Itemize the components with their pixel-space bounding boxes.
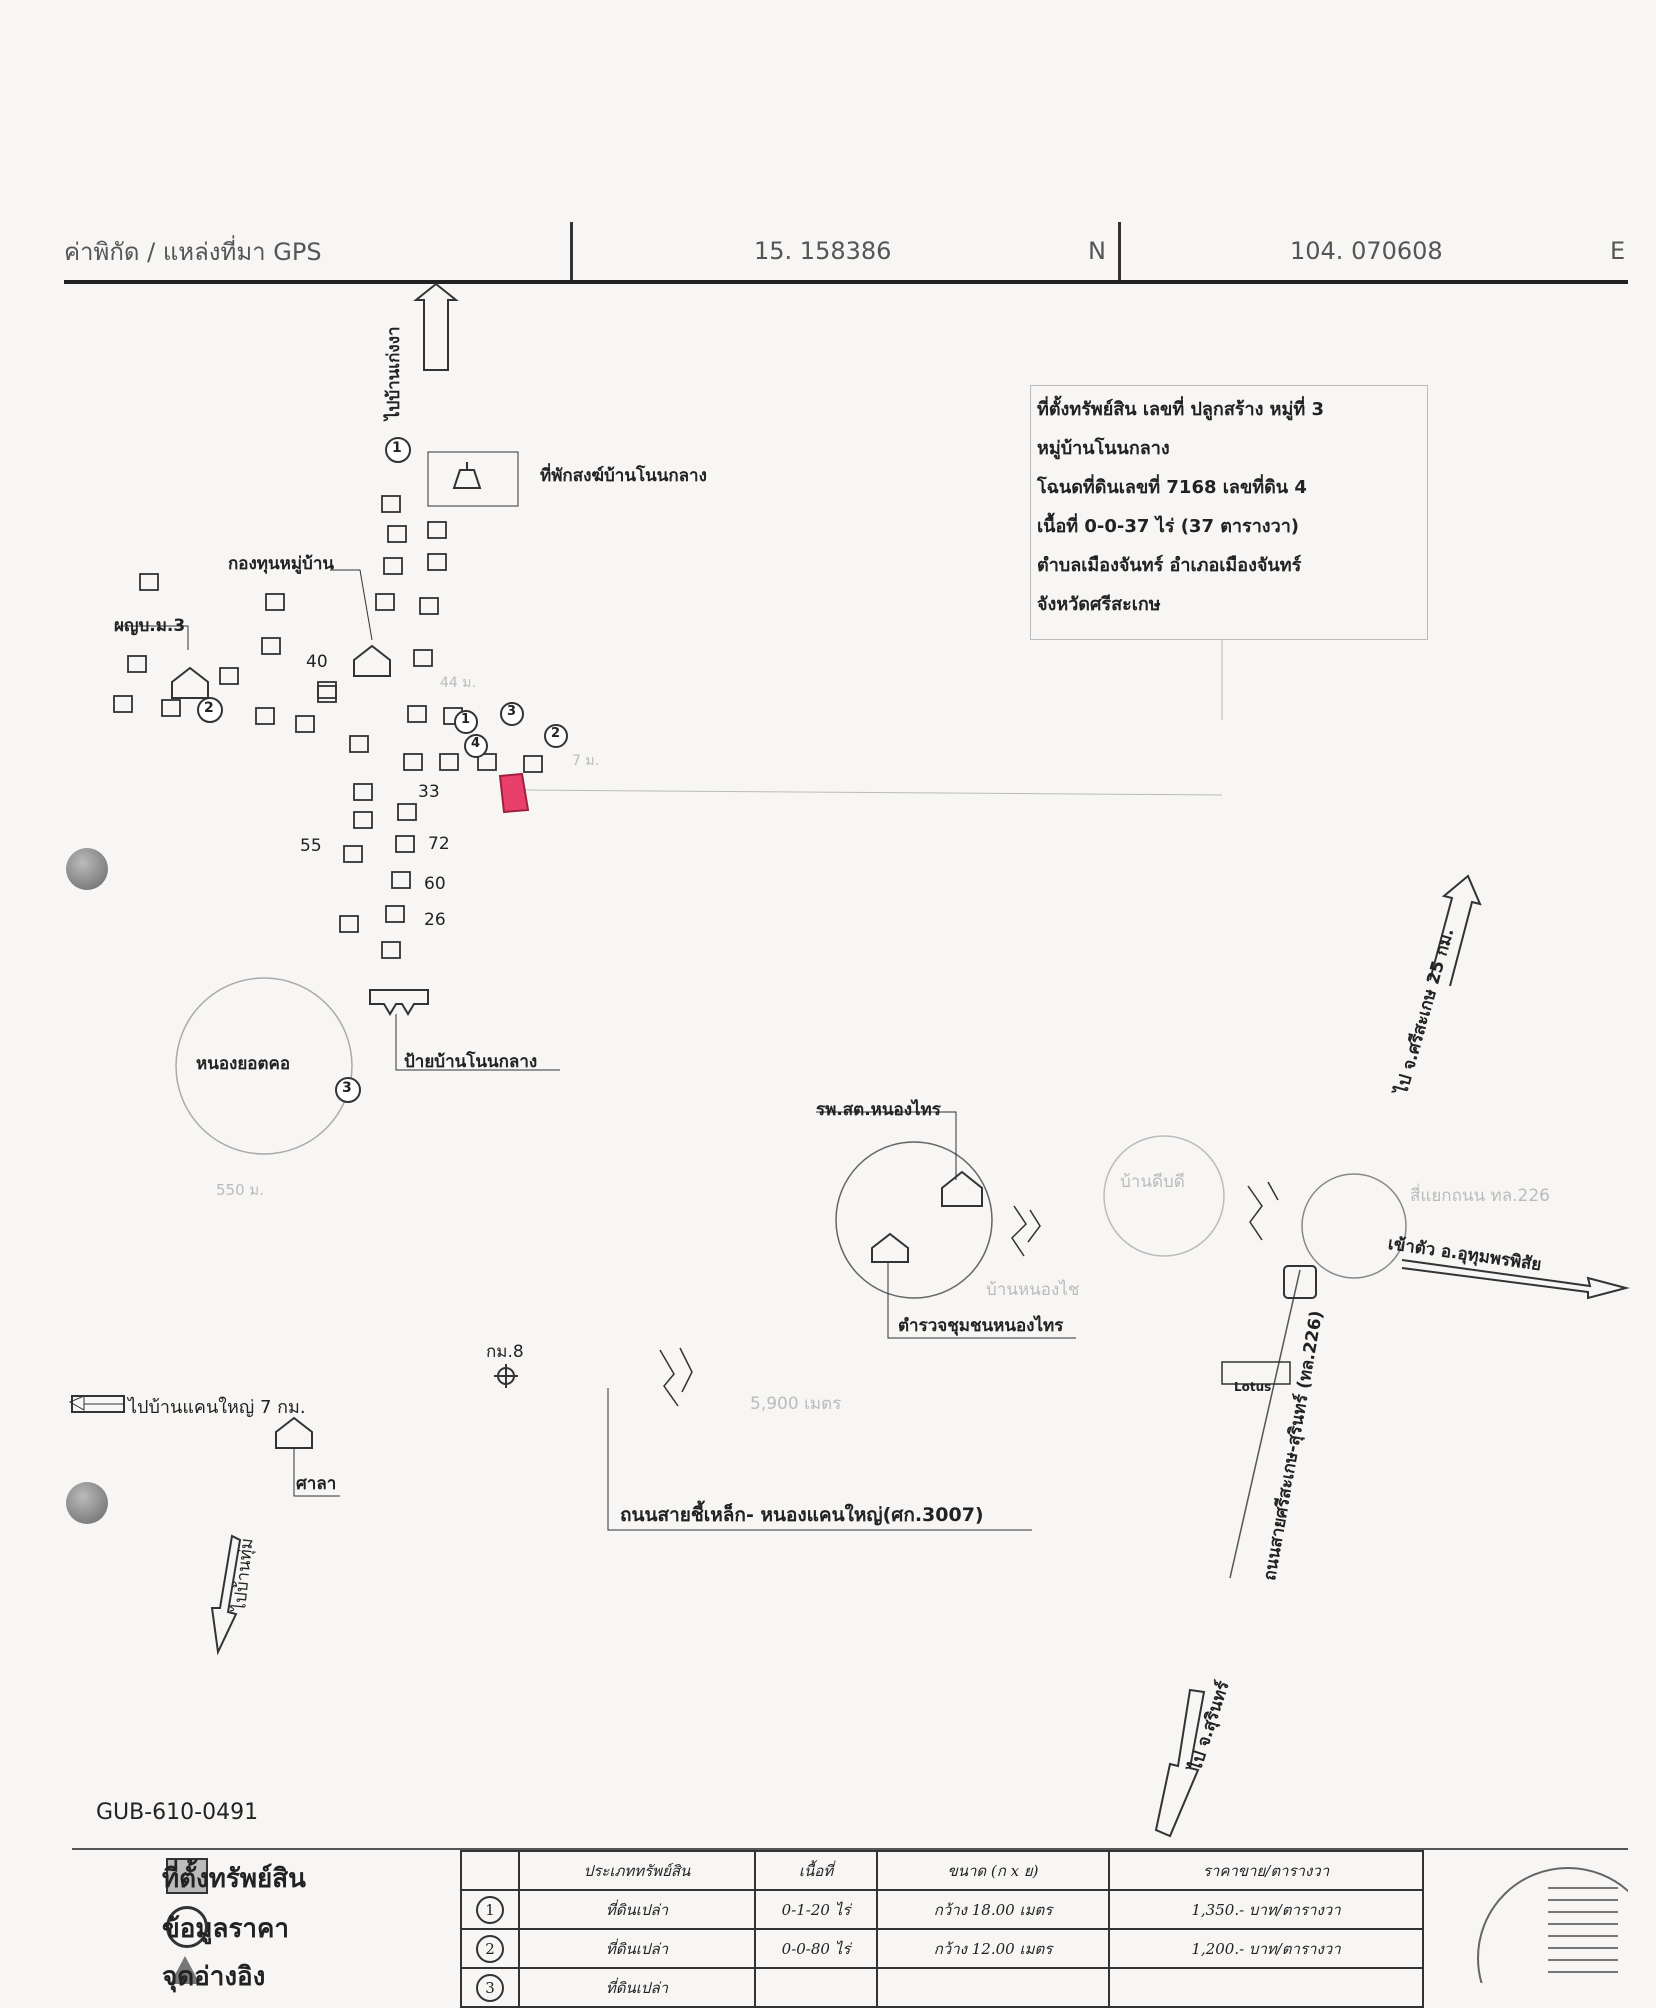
info-line: ตำบลเมืองจันทร์ อำเภอเมืองจันทร์: [1037, 555, 1302, 576]
house-number: 33: [418, 782, 440, 802]
label-headman: ผญบ.ม.3: [114, 616, 186, 636]
legend: ที่ตั้งทรัพย์สิน ข้อมูลราคา จุดอ่างอิง ป…: [72, 1848, 1628, 2008]
table-row: 3 ที่ดินเปล่า: [460, 1967, 1424, 2008]
label-ban-mai: บ้านดีบดี: [1120, 1172, 1185, 1192]
house-number: 40: [306, 652, 328, 672]
distance-label: 44 ม.: [440, 675, 476, 691]
label-road-3007: ถนนสายชี้เหล็ก- หนองแคนใหญ่(ศก.3007): [620, 1504, 984, 1526]
info-line: หมู่บ้านโนนกลาง: [1037, 438, 1170, 459]
label-to-west: ไปบ้านแคนใหญ่ 7 กม.: [128, 1397, 306, 1418]
binder-hole: [66, 1482, 108, 1524]
house-number: 55: [300, 836, 322, 856]
house-number: 72: [428, 834, 450, 854]
building-icon: [113, 495, 543, 959]
label-ban-nong-sai: บ้านหนองไช: [986, 1280, 1080, 1300]
legend-price-data: ข้อมูลราคา: [162, 1914, 290, 1944]
distance-label: 5,900 เมตร: [750, 1394, 842, 1414]
gps-lon-dir: E: [1610, 237, 1626, 265]
col-header: ขนาด (ก x ย): [876, 1850, 1110, 1891]
lotus-icon: Lotus: [1234, 1380, 1272, 1394]
binder-hole: [66, 848, 108, 890]
label-monk-house: ที่พักสงฆ์บ้านโนนกลาง: [540, 466, 707, 486]
label-sala: ศาลา: [296, 1474, 337, 1494]
distance-label: 7 ม.: [572, 753, 600, 769]
document-id: GUB-610-0491: [96, 1800, 259, 1825]
info-line: โฉนดที่ดินเลขที่ 7168 เลขที่ดิน 4: [1037, 477, 1307, 498]
arrow-to-south-icon: [210, 1534, 242, 1656]
price-data-legend-icon: [166, 1906, 208, 1948]
distance-label: 550 ม.: [216, 1181, 265, 1199]
arrow-to-sisaket-icon: [1429, 874, 1482, 987]
house-number: 60: [424, 874, 446, 894]
price-point-number: 3: [507, 704, 517, 719]
north-arrow-icon: [413, 282, 459, 371]
gps-lat-dir: N: [1088, 237, 1106, 265]
label-km8: กม.8: [486, 1342, 524, 1362]
price-point-number: 1: [392, 440, 402, 456]
property-legend-swatch: [166, 1858, 208, 1894]
gps-longitude: 104. 070608: [1290, 237, 1443, 265]
legend-third: จุดอ่างอิง: [162, 1962, 266, 1992]
price-point-number: 2: [551, 726, 561, 741]
property-marker: [498, 772, 530, 814]
label-health-center: รพ.สต.หนองไทร: [816, 1100, 941, 1120]
price-point-number: 4: [471, 736, 481, 751]
price-point-number: 1: [461, 712, 471, 727]
info-line: จังหวัดศรีสะเกษ: [1037, 594, 1161, 615]
gps-header: ค่าพิกัด / แหล่งที่มา GPS 15. 158386 N 1…: [64, 222, 1628, 284]
label-pond: หนองยอตคอ: [196, 1054, 291, 1074]
col-header: เนื้อที่: [754, 1850, 878, 1891]
col-header: ราคาขาย/ตารางวา: [1108, 1850, 1424, 1891]
price-table: ประเภททรัพย์สิน เนื้อที่ ขนาด (ก x ย) รา…: [460, 1850, 1424, 2008]
price-point-number: 3: [342, 1080, 352, 1096]
label-intersection: สี่แยกถนน ทล.226: [1410, 1186, 1551, 1206]
label-to-north: ไปบ้านเก่งงา: [384, 326, 404, 420]
legend-property: ที่ตั้งทรัพย์สิน: [162, 1864, 306, 1894]
label-village-sign: ป้ายบ้านโนนกลาง: [404, 1052, 538, 1072]
info-line: เนื้อที่ 0-0-37 ไร่ (37 ตารางวา): [1037, 516, 1300, 537]
triangle-legend-icon: [170, 1956, 200, 1984]
col-header: ประเภททรัพย์สิน: [518, 1850, 756, 1891]
house-number: 26: [424, 910, 446, 930]
arrow-to-surin-icon: [1154, 1688, 1206, 1838]
gps-latitude: 15. 158386: [754, 237, 892, 265]
gps-label: ค่าพิกัด / แหล่งที่มา GPS: [64, 237, 322, 266]
house-icon: [171, 644, 983, 1449]
property-info-box: ที่ตั้งทรัพย์สิน เลขที่ ปลูกสร้าง หมู่ที…: [1030, 385, 1428, 640]
label-police: ตำรวจชุมชนหนองไทร: [898, 1316, 1064, 1336]
label-village-fund: กองทุนหมู่บ้าน: [228, 554, 335, 574]
price-point-number: 2: [204, 700, 214, 716]
info-line: ที่ตั้งทรัพย์สิน เลขที่ ปลูกสร้าง หมู่ที…: [1037, 399, 1325, 420]
company-stamp-icon: [1477, 1867, 1628, 1983]
